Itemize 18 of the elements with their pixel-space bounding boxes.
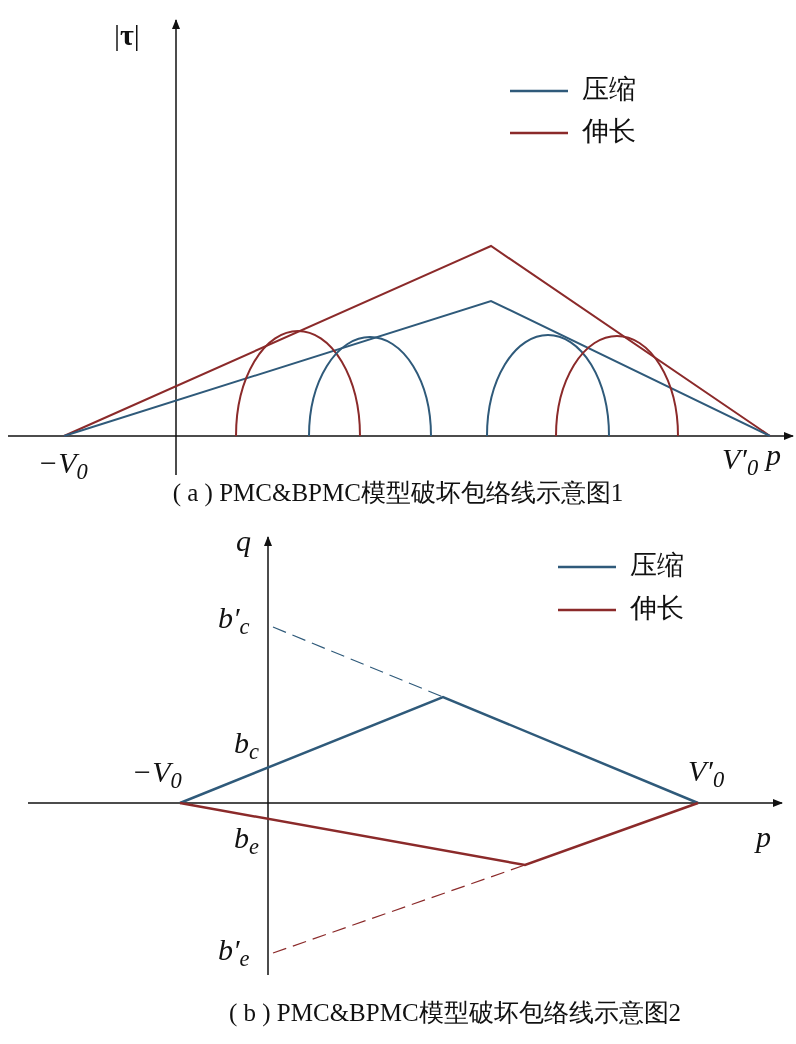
axis-label: |τ| bbox=[114, 20, 140, 50]
intercept-label: b′$_{c}$ bbox=[218, 603, 250, 633]
figure-caption: ( a ) PMC&BPMC模型破坏包络线示意图1 bbox=[172, 480, 624, 505]
point-label: V′$_{0}$ bbox=[688, 756, 725, 786]
legend-text: 伸长 bbox=[582, 118, 636, 145]
axis-label: p bbox=[756, 822, 771, 852]
intercept-label: b$_{e}$ bbox=[234, 823, 259, 853]
point-label: −V$_{0}$ bbox=[132, 757, 182, 787]
intercept-label: b′$_{e}$ bbox=[218, 935, 250, 965]
point-label: −V$_{0}$ bbox=[38, 448, 88, 478]
point-label: V′$_{0}$ bbox=[722, 444, 759, 474]
intercept-label: b$_{c}$ bbox=[234, 728, 259, 758]
legend-text: 伸长 bbox=[630, 595, 684, 622]
axis-label: q bbox=[236, 526, 251, 556]
legend-text: 压缩 bbox=[582, 76, 636, 103]
legend-text: 压缩 bbox=[630, 552, 684, 579]
figure-caption: ( b ) PMC&BPMC模型破坏包络线示意图2 bbox=[228, 1000, 682, 1025]
axis-label: p bbox=[766, 440, 781, 470]
